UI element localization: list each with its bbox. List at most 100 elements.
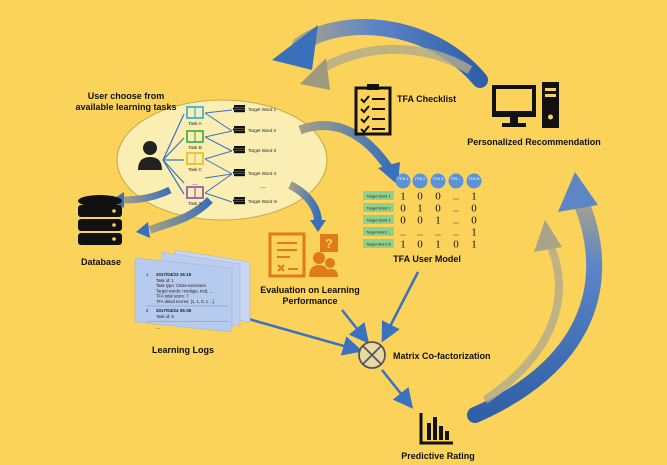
user-icon — [138, 141, 162, 170]
chart-icon — [419, 413, 453, 445]
task-word-link — [204, 130, 233, 138]
word-stack-icon — [233, 169, 245, 177]
word-stack-icon — [233, 105, 245, 113]
target-word-label: Target Word 2 — [248, 128, 277, 133]
matrix-cell: 1 — [435, 215, 441, 227]
ellipse-to-model-arrow — [298, 121, 400, 185]
task-label: Task B — [188, 145, 202, 150]
task-word-link — [204, 150, 233, 160]
tfa-header: TFA 3 — [430, 173, 446, 189]
task-word-link — [204, 173, 233, 194]
log-entry-date: 2017/04/23 16:15 — [156, 272, 192, 277]
matrix-cell: ... — [435, 229, 441, 238]
log-entry-line: TFA detail scores: {1, 1, 0, 1 ...} — [156, 299, 215, 304]
book-icon — [186, 152, 204, 165]
matrix-cell: 1 — [400, 191, 406, 203]
book-icon — [186, 186, 204, 199]
tfa-header: TFA N — [466, 173, 482, 189]
task-link — [162, 137, 185, 161]
computer-icon — [492, 82, 559, 128]
task-word-link — [204, 136, 233, 152]
log-entry-number: 1 — [146, 272, 149, 277]
matrix-row-label: Target Word ... — [366, 231, 391, 235]
task-label: ... — [192, 180, 198, 187]
tfa-checklist-label: TFA Checklist — [397, 94, 456, 104]
word-stack-icon — [233, 146, 245, 154]
matrix-cell: 0 — [471, 215, 477, 227]
right-feedback-arrow — [467, 172, 603, 423]
evaluation-label-line1: Evaluation on Learning — [260, 285, 360, 295]
user-choose-label-line2: available learning tasks — [75, 102, 176, 112]
matrix-row-label: Target Word m — [366, 243, 391, 247]
target-word-label: Target Word m — [248, 199, 278, 204]
task-word-link — [204, 192, 233, 203]
predictive-rating-label: Predictive Rating — [401, 451, 475, 461]
log-entry-line: Task type: Cloze-exercises — [156, 283, 206, 288]
matrix-cell: 0 — [400, 203, 406, 215]
log-entry-line: Task id: 8 — [156, 314, 174, 319]
matrix-cell: 0 — [435, 191, 441, 203]
matrix-row-label: Target Word 1 — [367, 195, 391, 199]
log-entry-line: Target words: rendage, trod, ... — [156, 288, 213, 293]
database-label: Database — [81, 257, 121, 267]
personalized-recommendation-label: Personalized Recommendation — [467, 137, 601, 147]
matrix-cell: ... — [453, 229, 459, 238]
tfa-header-label: TFA ... — [451, 177, 462, 181]
learning-logs-papers — [134, 249, 251, 333]
matrix-cell: 1 — [471, 239, 477, 251]
task-label: Task X — [188, 201, 202, 206]
logs-to-matrix-arrow — [244, 316, 363, 356]
evaluation-label-line2: Performance — [282, 296, 337, 306]
task-link — [162, 159, 185, 195]
matrix-cell: ... — [453, 205, 459, 214]
ellipse-to-logs-arrow — [136, 197, 213, 238]
evaluation-icon: ? — [268, 232, 338, 278]
matrix-cell: ... — [453, 217, 459, 226]
target-words-group: Target Word 1 Target Word 2 Target Word 3 T… — [233, 105, 278, 205]
tfa-header-label: TFA N — [469, 177, 480, 181]
tfa-user-model-label: TFA User Model — [393, 254, 461, 264]
model-to-matrix-arrow — [381, 271, 420, 343]
word-stack-icon — [233, 126, 245, 134]
log-entry-date: 2017/04/24 06:36 — [156, 308, 192, 313]
log-entry-line: Task id: 1 — [156, 278, 174, 283]
matrix-row-label: Target Word 2 — [367, 207, 391, 211]
matrix-cell: 1 — [435, 239, 441, 251]
evaluation-to-matrix-arrow — [341, 309, 370, 344]
task-word-link — [204, 158, 233, 175]
target-word-label: Target Word 1 — [248, 107, 277, 112]
matrix-cell: 1 — [417, 203, 423, 215]
user-choose-label-line1: User choose from — [88, 91, 165, 101]
task-word-link — [204, 173, 233, 179]
svg-text:?: ? — [325, 236, 333, 251]
matrix-cell: 0 — [471, 203, 477, 215]
task-link — [162, 113, 185, 161]
matrix-row-label: Target Word 3 — [367, 219, 391, 223]
tfa-header-label: TFA 1 — [398, 177, 409, 181]
log-entry-number: 2 — [146, 308, 149, 313]
matrix-cell: ... — [453, 193, 459, 202]
matrix-cell: 0 — [417, 239, 423, 251]
matrix-cell: 0 — [417, 215, 423, 227]
checklist-icon — [354, 84, 392, 136]
matrix-cofactorization-label: Matrix Co-factorization — [393, 351, 491, 361]
task-label: Task A — [188, 121, 201, 126]
target-word-label: Target Word 4 — [248, 171, 277, 176]
matrix-cell: ... — [417, 229, 423, 238]
otimes-icon — [358, 341, 386, 369]
tfa-header: TFA ... — [448, 173, 464, 189]
database-icon — [78, 195, 122, 245]
task-label: Task C — [188, 167, 203, 172]
log-ellipsis: ... — [156, 325, 160, 331]
target-word-label: Target Word 3 — [248, 148, 277, 153]
matrix-cell: 1 — [471, 191, 477, 203]
task-link — [162, 159, 185, 184]
